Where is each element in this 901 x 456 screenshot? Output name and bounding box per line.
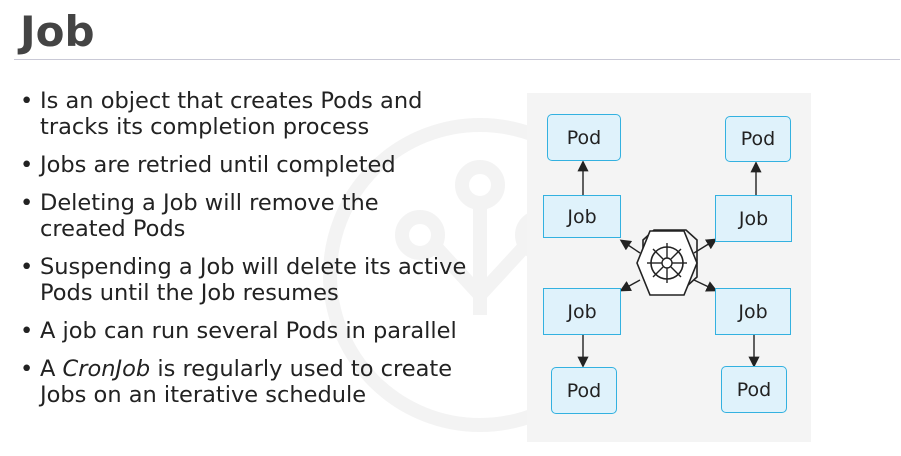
- bullet-item: A job can run several Pods in parallel: [18, 318, 498, 344]
- bullet-item: A CronJob is regularly used to create Jo…: [18, 356, 490, 408]
- bullet-text: Suspending a Job will delete its active …: [40, 254, 467, 306]
- bullet-text: Deleting a Job will remove the created P…: [40, 190, 379, 242]
- bullet-item: Is an object that creates Pods and track…: [18, 88, 470, 140]
- arrow-center-to-job-bottom-left: [619, 279, 641, 292]
- bullet-text-emphasis: CronJob: [62, 356, 151, 382]
- job-node-top-left: Job: [543, 195, 621, 238]
- bullet-item: Deleting a Job will remove the created P…: [18, 190, 430, 242]
- bullet-text-prefix: A: [40, 356, 63, 382]
- bullet-item: Jobs are retried until completed: [18, 152, 498, 178]
- job-node-bottom-right: Job: [715, 288, 791, 335]
- bullet-text: Is an object that creates Pods and track…: [40, 88, 423, 140]
- job-node-top-right: Job: [715, 195, 792, 242]
- bullet-text: A job can run several Pods in parallel: [40, 318, 457, 344]
- bullet-text-suffix: is regularly used to create Jobs on an i…: [40, 356, 453, 408]
- pod-node-bottom-left: Pod: [551, 367, 617, 414]
- page-title: Job: [20, 7, 95, 56]
- kubernetes-helm-icon: [636, 229, 698, 296]
- arrow-center-to-job-bottom-right: [693, 279, 718, 292]
- bullet-text: Jobs are retried until completed: [40, 152, 396, 178]
- pod-node-bottom-right: Pod: [721, 366, 787, 413]
- pod-node-top-left: Pod: [547, 114, 621, 161]
- bullet-list: Is an object that creates Pods and track…: [18, 88, 498, 420]
- bullet-item: Suspending a Job will delete its active …: [18, 254, 470, 306]
- job-node-bottom-left: Job: [543, 288, 621, 335]
- title-divider: [14, 59, 900, 60]
- arrow-center-to-job-top-left: [619, 239, 641, 254]
- pod-node-top-right: Pod: [725, 116, 791, 162]
